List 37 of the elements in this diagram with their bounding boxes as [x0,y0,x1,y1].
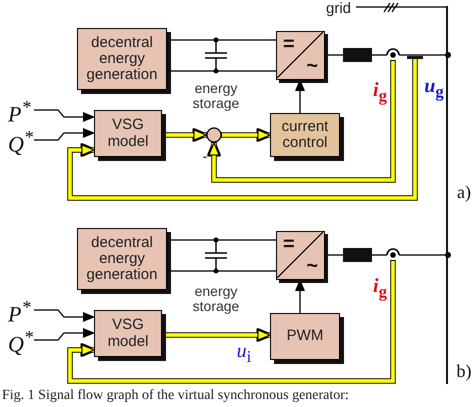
arrow [34,128,95,141]
setpoint-label: P$^{*}$ [8,98,34,122]
signal-arrow [68,59,417,200]
inverter-symbol: ~ [306,56,318,76]
arrow [34,109,95,122]
inverter-block [276,231,325,280]
arrow [34,328,95,341]
diagram-label: u$_{i}$ [236,341,252,366]
connection-line [356,6,448,8]
diagram-label: i$_{g}$ [372,276,388,300]
connection-line [325,54,343,56]
inductor-block [343,48,372,62]
diagram-label: u$_{g}$ [423,76,445,100]
inverter-symbol: = [283,34,295,54]
setpoint-label: P$^{*}$ [8,298,34,322]
signal-arrow [68,261,395,383]
arrow [34,309,95,322]
voltage-sensor [407,56,423,59]
inductor-block [343,248,372,262]
diagram-label: energy storage [192,81,240,110]
diagram-label: energy storage [192,284,240,314]
inverter-block [276,31,325,80]
diagram-label: - [202,149,208,164]
summing-junction [206,127,222,143]
inverter-symbol: ~ [306,256,318,276]
connection-line [325,254,343,256]
grid-bus-line [446,6,448,384]
signal-arrow [208,61,395,182]
figure-caption: Fig. 1 Signal flow graph of the virtual synchronous generator: [2,389,349,403]
diagram-label: b) [456,362,472,381]
inverter-symbol: = [283,234,295,254]
diagram-label: i$_{g}$ [372,80,388,104]
connection-line [372,254,387,256]
diagram-label: a) [456,183,472,202]
connection-line [372,54,387,56]
signal-arrow [222,130,270,140]
grid-label: grid [326,1,356,16]
